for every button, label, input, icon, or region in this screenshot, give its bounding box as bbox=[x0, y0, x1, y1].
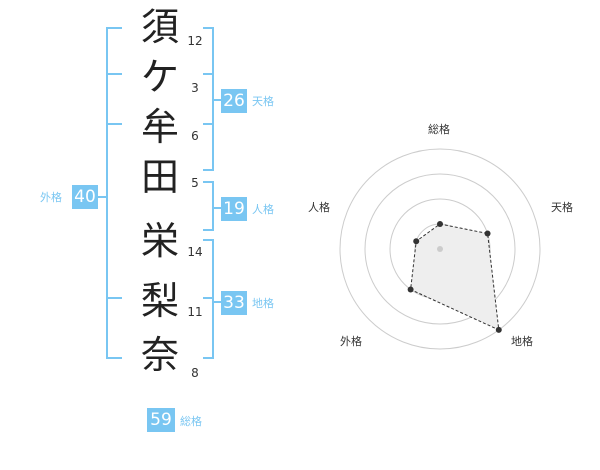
radar-points bbox=[407, 221, 502, 333]
stroke-count-1: 12 bbox=[187, 34, 203, 48]
radar-polygon bbox=[410, 223, 500, 331]
gaikaku-label: 外格 bbox=[40, 191, 62, 204]
stroke-count-3: 6 bbox=[191, 129, 199, 143]
radar-point-4 bbox=[407, 286, 414, 293]
radar-point-2 bbox=[484, 230, 491, 237]
radar-point-1 bbox=[437, 221, 443, 227]
chikaku-badge: 33 bbox=[221, 291, 247, 315]
radar-axis-label-soukaku: 総格 bbox=[428, 123, 450, 136]
radar-ring-4 bbox=[339, 148, 541, 350]
soukaku-label: 総格 bbox=[180, 415, 202, 428]
radar-ring-3 bbox=[364, 173, 516, 325]
radar-axis-label-tenkaku: 天格 bbox=[551, 201, 573, 214]
stroke-count-2: 3 bbox=[191, 81, 199, 95]
radar-point-5 bbox=[413, 238, 420, 245]
soukaku-badge: 59 bbox=[147, 408, 175, 432]
jinkaku-bracket bbox=[203, 181, 214, 231]
stroke-count-6: 11 bbox=[187, 305, 203, 319]
stroke-count-5: 14 bbox=[187, 245, 203, 259]
radar-center-point bbox=[437, 246, 443, 252]
radar-point-3 bbox=[495, 326, 502, 333]
name-char-2: ケ bbox=[140, 55, 179, 99]
radar-axis-label-gaikaku: 外格 bbox=[340, 335, 362, 348]
stroke-count-4: 5 bbox=[191, 176, 199, 190]
name-char-7: 奈 bbox=[140, 333, 179, 377]
tenkaku-label: 天格 bbox=[252, 95, 274, 108]
radar-axis-label-jinkaku: 人格 bbox=[308, 201, 330, 214]
name-char-6: 梨 bbox=[140, 279, 179, 323]
jinkaku-badge: 19 bbox=[221, 197, 247, 221]
chikaku-label: 地格 bbox=[252, 297, 274, 310]
tenkaku-badge: 26 bbox=[221, 89, 247, 113]
name-char-5: 栄 bbox=[140, 219, 179, 263]
jinkaku-label: 人格 bbox=[252, 203, 274, 216]
name-char-1: 須 bbox=[140, 5, 179, 49]
name-char-3: 牟 bbox=[140, 105, 179, 149]
gaikaku-badge: 40 bbox=[72, 185, 98, 209]
gaikaku-bracket bbox=[106, 27, 122, 359]
radar-axis-label-chikaku: 地格 bbox=[511, 335, 533, 348]
name-char-4: 田 bbox=[140, 155, 179, 199]
stroke-count-7: 8 bbox=[191, 366, 199, 380]
